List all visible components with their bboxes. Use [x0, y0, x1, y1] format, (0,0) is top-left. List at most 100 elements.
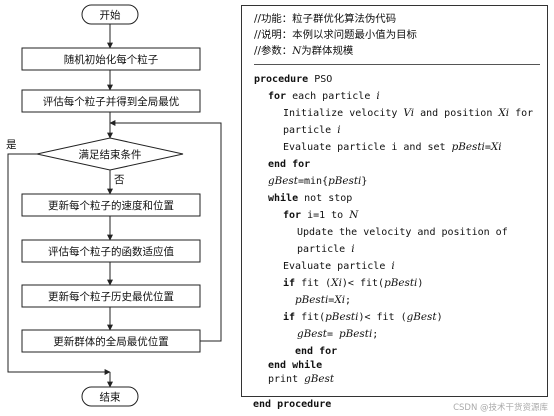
gbest-init-p: pBesti [328, 175, 362, 187]
code-line-evaluate-2: Evaluate particle i [283, 259, 395, 274]
evalp-xi: Xi [490, 141, 502, 153]
code-comment-note: //说明：本例以求问题最小值为目标 [254, 29, 417, 41]
init-box [21, 47, 201, 71]
assign2-pbest: pBesti [339, 328, 373, 340]
update-velocity-label: 更新每个粒子的速度和位置 [48, 199, 174, 212]
yes-branch-line [7, 153, 111, 375]
evalp-text: Evaluate particle i and set [283, 142, 452, 153]
code-line-update: Update the velocity and position of [297, 225, 508, 240]
kw-for-1: for [268, 91, 287, 102]
code-line-for-each: for each particle i [268, 89, 380, 104]
gbest-init-min: =min{ [297, 176, 329, 187]
init-text-c: for [509, 108, 534, 119]
update-personal-label: 更新每个粒子历史最优位置 [48, 290, 174, 303]
code-line-if-2: if fit(pBesti)< fit (gBest) [283, 310, 443, 325]
update-i: i [351, 243, 355, 255]
code-line-end-procedure: end procedure [253, 397, 331, 412]
if1-pbest: pBesti [384, 277, 418, 289]
assign1-xi: Xi [334, 294, 346, 306]
if2-text-b: )< fit ( [358, 312, 407, 323]
evalp2-i: i [391, 260, 395, 272]
code-line-for-i: for i=1 to N [283, 208, 358, 223]
code-line-evaluate-set: Evaluate particle i and set pBesti=Xi [283, 140, 502, 155]
code-comment-function: //功能：粒子群优化算法伪代码 [254, 13, 397, 25]
code-line-assign-1: pBesti=Xi; [295, 293, 351, 308]
pso-flowchart: 开始 随机初始化每个粒子 评估每个粒子并得到全局最优 满足结束条件 是 否 更新… [6, 4, 222, 407]
end-terminal [81, 386, 139, 407]
code-separator [254, 64, 540, 65]
code-line-initialize: Initialize velocity Vi and position Xi f… [283, 106, 533, 121]
code-line-print: print gBest [268, 372, 334, 387]
if1-xi: Xi [331, 277, 342, 289]
for2-n: N [349, 209, 359, 221]
eval-global-label: 评估每个粒子并得到全局最优 [43, 95, 180, 108]
kw-procedure: procedure [254, 74, 309, 85]
no-label: 否 [114, 174, 125, 186]
kw-end-while: end while [268, 360, 323, 371]
csdn-watermark: CSDN @技术干货资源库 [453, 403, 548, 413]
evalp-pbest: pBesti [451, 141, 485, 153]
if1-text-b: )< fit( [341, 278, 385, 289]
if1-text-c: ) [417, 278, 424, 289]
code-line-if-1: if fit (Xi)< fit(pBesti) [283, 276, 423, 291]
eval-fitness-label: 评估每个粒子的函数适应值 [48, 245, 174, 258]
loop-back-line [109, 120, 222, 342]
evalp-eq: = [484, 142, 491, 153]
assign2-semi: ; [372, 329, 379, 340]
gbest-init-close: } [361, 176, 368, 187]
if2-gbest: gBest [406, 311, 437, 323]
while-text: not stop [298, 193, 353, 204]
init-text-b: and position [414, 108, 499, 119]
if2-text-c: ) [436, 312, 443, 323]
code-line-gbest-init: gBest=min{pBesti} [268, 174, 367, 189]
particle1-i: i [337, 124, 341, 136]
init-vi: Vi [403, 107, 415, 119]
proc-name: PSO [308, 74, 333, 85]
condition-label: 满足结束条件 [79, 148, 142, 161]
if2-pbest: pBesti [325, 311, 359, 323]
if2-text-a: fit( [295, 312, 326, 323]
kw-end-for-1: end for [268, 159, 311, 170]
code-line-assign-2: gBest= pBesti; [297, 327, 378, 342]
code-comment-params: //参数：N为群体规模 [254, 44, 353, 58]
if1-text-a: fit ( [295, 278, 332, 289]
code-line-particle-2: particle i [297, 242, 355, 257]
assign2-gbest: gBest [297, 328, 327, 340]
code-line-end-for-2: end for [295, 344, 337, 359]
assign1-eq: = [328, 295, 335, 306]
update-text-b: particle [297, 244, 352, 255]
kw-for-2: for [283, 210, 302, 221]
for2-text: i=1 to [301, 210, 350, 221]
init-text-a: Initialize velocity [283, 108, 404, 119]
code-line-particle-1: particle i [283, 123, 341, 138]
evalp2-text: Evaluate particle [283, 261, 392, 272]
particle1-text: particle [283, 125, 338, 136]
init-xi: Xi [498, 107, 510, 119]
gbest-init-g: gBest [268, 175, 298, 187]
kw-if-1: if [283, 278, 296, 289]
update-personal-box [21, 284, 201, 308]
code-comment-params-suffix: 为群体规模 [301, 45, 354, 57]
code-comment-params-prefix: //参数： [254, 45, 293, 57]
for1-text: each particle [286, 91, 377, 102]
for1-i: i [376, 90, 380, 102]
code-line-end-while: end while [268, 358, 322, 373]
kw-end-for-2: end for [295, 346, 338, 357]
eval-fitness-box [21, 239, 201, 263]
code-line-procedure: procedure PSO [254, 72, 332, 87]
code-line-while: while not stop [268, 191, 352, 206]
end-label: 结束 [100, 391, 121, 404]
print-gbest: gBest [304, 373, 335, 385]
eval-global-box [21, 89, 201, 113]
kw-if-2: if [283, 312, 296, 323]
update-global-label: 更新群体的全局最优位置 [53, 335, 169, 348]
update-velocity-box [21, 193, 201, 217]
kw-while: while [268, 193, 299, 204]
code-comment-params-n: N [292, 45, 302, 57]
print-text: print [268, 374, 305, 385]
code-line-end-for-1: end for [268, 157, 310, 172]
assign1-pbest: pBesti [295, 294, 329, 306]
update-text-a: Update the velocity and position of [297, 227, 508, 238]
yes-label: 是 [6, 139, 17, 151]
init-label: 随机初始化每个粒子 [64, 53, 159, 66]
